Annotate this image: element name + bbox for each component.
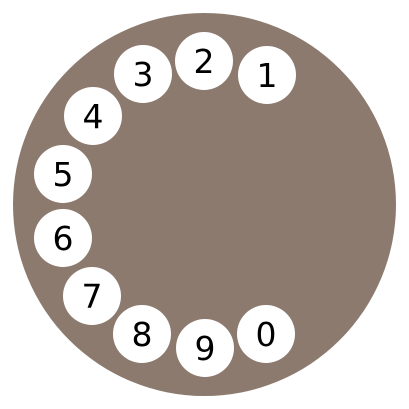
digit-label: 9 bbox=[194, 328, 216, 368]
digit-label: 6 bbox=[52, 218, 74, 258]
dial-digit-0-button[interactable]: 0 bbox=[237, 305, 295, 363]
dial-digit-6-button[interactable]: 6 bbox=[34, 209, 92, 267]
dial-digit-5-button[interactable]: 5 bbox=[34, 145, 92, 203]
digit-label: 8 bbox=[131, 314, 153, 354]
digit-label: 1 bbox=[256, 55, 278, 95]
digit-label: 4 bbox=[82, 96, 104, 136]
dial-digit-9-button[interactable]: 9 bbox=[176, 319, 234, 377]
dial-digit-1-button[interactable]: 1 bbox=[238, 46, 296, 104]
dial-digit-4-button[interactable]: 4 bbox=[64, 87, 122, 145]
dial-digit-2-button[interactable]: 2 bbox=[175, 32, 233, 90]
digit-label: 7 bbox=[81, 276, 103, 316]
dial-digit-7-button[interactable]: 7 bbox=[63, 267, 121, 325]
digit-label: 3 bbox=[132, 54, 154, 94]
dial-digit-8-button[interactable]: 8 bbox=[113, 305, 171, 363]
dial-digit-3-button[interactable]: 3 bbox=[114, 45, 172, 103]
digit-label: 5 bbox=[52, 154, 74, 194]
digit-label: 2 bbox=[193, 41, 215, 81]
digit-label: 0 bbox=[255, 314, 277, 354]
